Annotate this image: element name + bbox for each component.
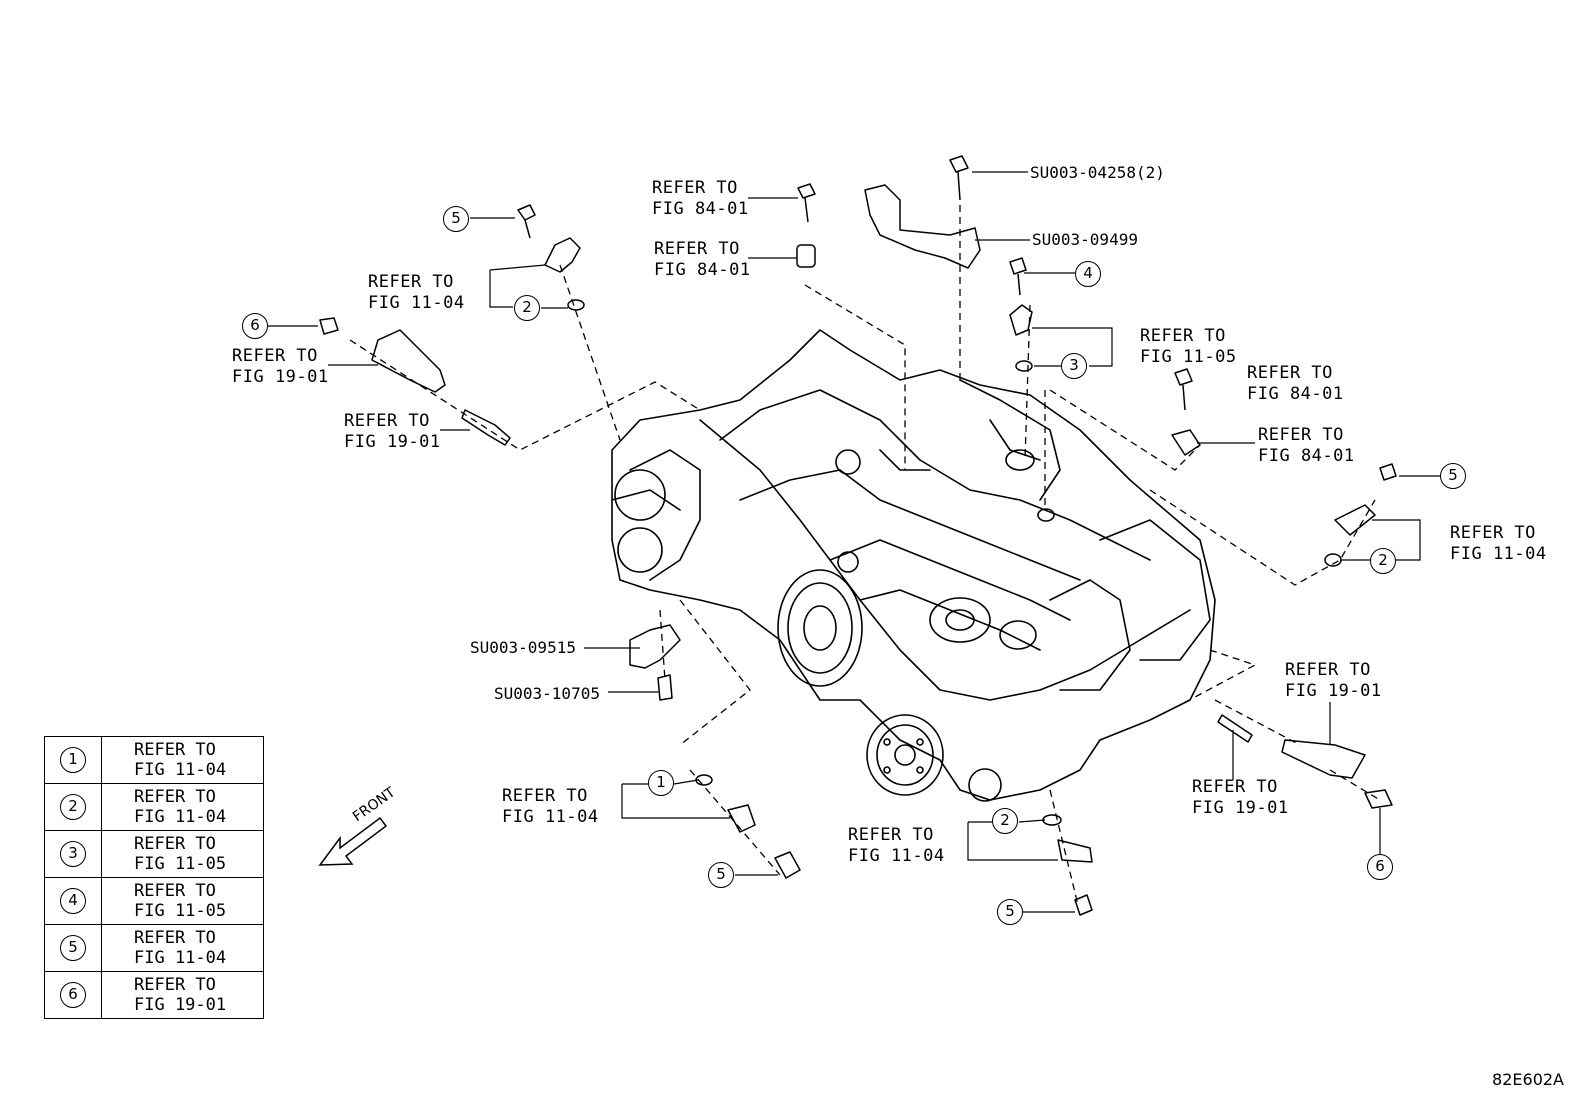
legend-table: 1 REFER TO FIG 11-04 2 REFER TO FIG 11-0… [44, 736, 264, 1019]
legend-number: 4 [60, 888, 86, 914]
refer-label: REFER TO FIG 11-05 [1140, 326, 1237, 367]
legend-number: 6 [60, 982, 86, 1008]
callout-number: 5 [997, 899, 1023, 925]
legend-row: 4 REFER TO FIG 11-05 [44, 877, 264, 925]
callout-number: 2 [514, 295, 540, 321]
legend-text: REFER TO FIG 11-04 [101, 736, 264, 784]
bracket-shape [864, 184, 981, 269]
refer-label: REFER TO FIG 19-01 [344, 411, 441, 452]
callout-number: 4 [1075, 261, 1101, 287]
legend-number: 5 [60, 935, 86, 961]
part-number: SU003-09515 [470, 638, 576, 657]
crank-pulley [777, 569, 863, 687]
refer-label: REFER TO FIG 84-01 [652, 178, 749, 219]
legend-number: 2 [60, 794, 86, 820]
part-number: SU003-09499 [1032, 230, 1138, 249]
callout-number: 6 [1367, 854, 1393, 880]
callout-number: 2 [1370, 548, 1396, 574]
legend-text: REFER TO FIG 11-04 [101, 783, 264, 831]
callout-number: 3 [1061, 353, 1087, 379]
water-pump-pulley [866, 714, 944, 796]
legend-row: 5 REFER TO FIG 11-04 [44, 924, 264, 972]
part-number: SU003-04258(2) [1030, 163, 1165, 182]
legend-row: 3 REFER TO FIG 11-05 [44, 830, 264, 878]
legend-row: 6 REFER TO FIG 19-01 [44, 971, 264, 1019]
legend-row: 1 REFER TO FIG 11-04 [44, 736, 264, 784]
callout-number: 5 [1440, 463, 1466, 489]
callout-number: 5 [443, 206, 469, 232]
callout-number: 5 [708, 862, 734, 888]
legend-number: 1 [60, 747, 86, 773]
refer-label: REFER TO FIG 11-04 [848, 825, 945, 866]
callout-number: 6 [242, 313, 268, 339]
legend-row: 2 REFER TO FIG 11-04 [44, 783, 264, 831]
callout-number: 2 [992, 808, 1018, 834]
refer-label: REFER TO FIG 84-01 [1247, 363, 1344, 404]
legend-text: REFER TO FIG 11-04 [101, 924, 264, 972]
refer-label: REFER TO FIG 84-01 [654, 239, 751, 280]
engine-block-outline [611, 329, 1216, 801]
refer-label: REFER TO FIG 84-01 [1258, 425, 1355, 466]
legend-number: 3 [60, 841, 86, 867]
refer-label: REFER TO FIG 11-04 [1450, 523, 1547, 564]
callout-number: 1 [648, 770, 674, 796]
refer-label: REFER TO FIG 19-01 [1285, 660, 1382, 701]
refer-label: REFER TO FIG 11-04 [368, 272, 465, 313]
front-arrow-icon [318, 816, 388, 866]
figure-id: 82E602A [1492, 1070, 1564, 1089]
legend-text: REFER TO FIG 19-01 [101, 971, 264, 1019]
refer-label: REFER TO FIG 19-01 [1192, 777, 1289, 818]
legend-text: REFER TO FIG 11-05 [101, 830, 264, 878]
part-number: SU003-10705 [494, 684, 600, 703]
refer-label: REFER TO FIG 11-04 [502, 786, 599, 827]
refer-label: REFER TO FIG 19-01 [232, 346, 329, 387]
legend-text: REFER TO FIG 11-05 [101, 877, 264, 925]
